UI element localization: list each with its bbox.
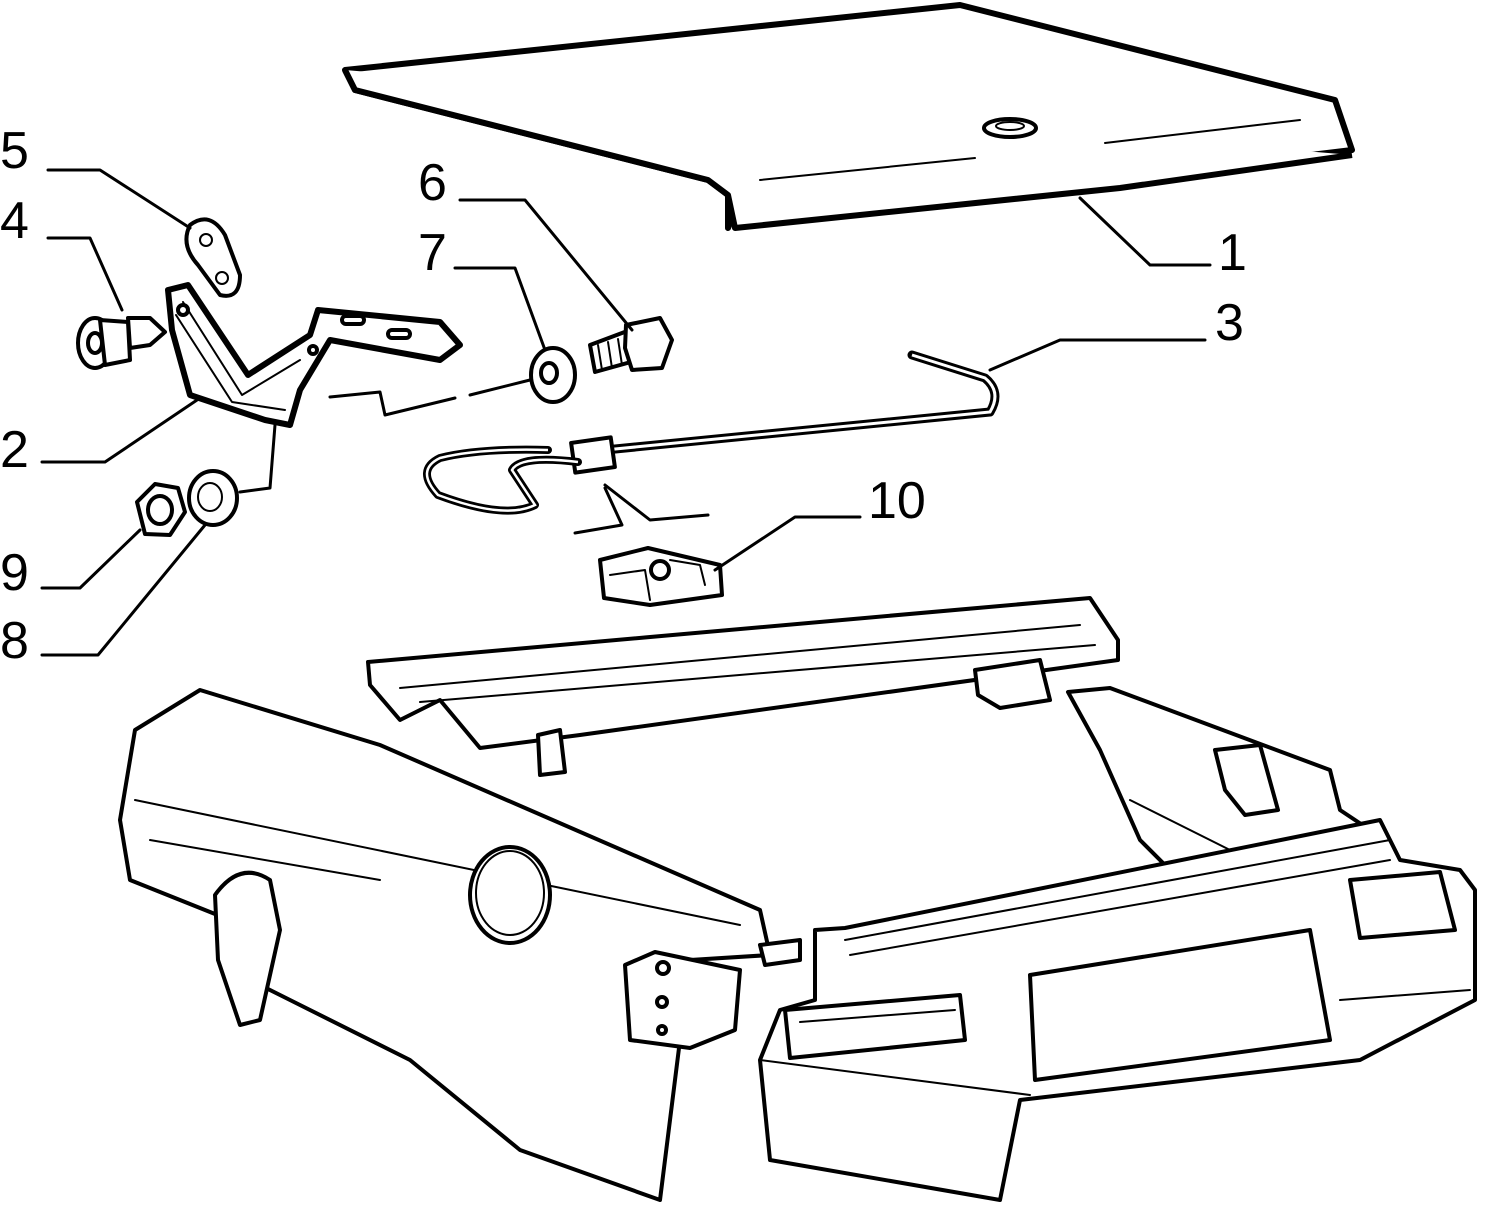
- callout-labels: 1 2 3 4 5 6 7 8 9 10: [0, 122, 1247, 670]
- leader-line-5: [46, 168, 192, 230]
- callout-9: 9: [0, 544, 29, 602]
- callout-2: 2: [0, 421, 29, 479]
- leader-lines: [40, 168, 1212, 657]
- leader-line-10: [713, 515, 862, 572]
- gasket-part: [184, 217, 242, 298]
- hinge-part: [165, 282, 532, 494]
- hinge-pin-part: [76, 316, 167, 370]
- callout-7: 7: [418, 224, 447, 282]
- bolt-part: [588, 316, 674, 374]
- callout-10: 10: [868, 472, 926, 530]
- car-rear-body: [118, 596, 1477, 1202]
- callout-5: 5: [0, 122, 29, 180]
- rod-clip-part: [598, 546, 724, 607]
- callout-6: 6: [418, 154, 447, 212]
- leader-line-7: [453, 266, 547, 352]
- leader-line-4: [46, 236, 124, 312]
- callout-3: 3: [1215, 294, 1244, 352]
- leader-line-8: [40, 523, 207, 657]
- leader-line-2: [40, 396, 202, 464]
- leader-line-9: [40, 528, 142, 590]
- washer-part: [529, 346, 577, 404]
- nut-part: [135, 482, 187, 537]
- trunk-lid-part: [342, 2, 1355, 231]
- leader-line-3: [988, 338, 1207, 372]
- callout-8: 8: [0, 612, 29, 670]
- support-rod-part: [423, 350, 1000, 535]
- callout-4: 4: [0, 192, 29, 250]
- callout-1: 1: [1218, 224, 1247, 282]
- leader-line-1: [1078, 196, 1212, 267]
- washer-2-part: [187, 469, 239, 527]
- leader-line-6: [458, 198, 634, 332]
